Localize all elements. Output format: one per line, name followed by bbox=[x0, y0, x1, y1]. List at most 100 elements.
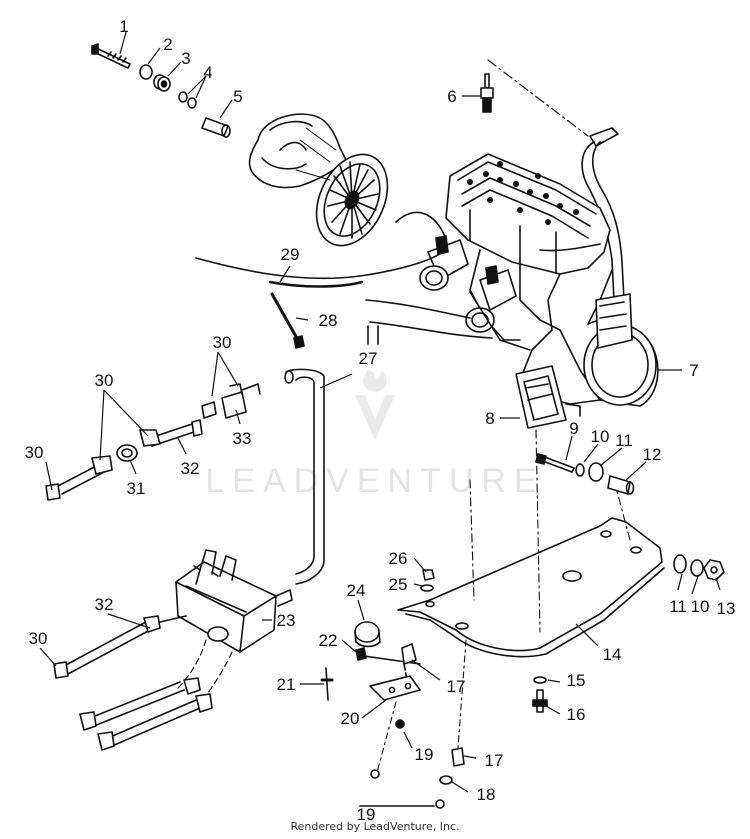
callout-7: 7 bbox=[689, 361, 698, 380]
callout-1: 1 bbox=[119, 17, 128, 36]
cap-24 bbox=[354, 621, 381, 648]
mount-plate-8 bbox=[515, 365, 581, 429]
callout-3: 3 bbox=[181, 49, 190, 68]
callout-30d: 30 bbox=[29, 629, 48, 648]
pump-outlet bbox=[159, 615, 187, 623]
callout-10a: 10 bbox=[591, 427, 610, 446]
bolt-1 bbox=[91, 43, 131, 69]
rubber-mount-17a bbox=[401, 643, 417, 687]
spark-plug-wire bbox=[581, 127, 625, 301]
washer-15 bbox=[533, 676, 547, 684]
spark-plug-6 bbox=[480, 73, 494, 113]
throttle-cable-sleeve bbox=[268, 280, 364, 288]
callout-15: 15 bbox=[567, 671, 586, 690]
pulse-dash-b bbox=[205, 651, 233, 697]
fuel-line-c bbox=[367, 325, 379, 345]
bolt-28 bbox=[270, 292, 305, 349]
leader-dash-6 bbox=[487, 59, 589, 137]
dash-19 bbox=[375, 701, 397, 777]
bolt-21 bbox=[325, 667, 329, 701]
callout-23: 23 bbox=[277, 611, 296, 630]
bolt-16 bbox=[532, 689, 548, 713]
washer-25 bbox=[420, 584, 434, 592]
callout-28: 28 bbox=[319, 311, 338, 330]
footer-credit: Rendered by LeadVenture, Inc. bbox=[290, 820, 460, 833]
callout-27: 27 bbox=[359, 349, 378, 368]
washer-10b bbox=[690, 559, 704, 577]
hose-lower-1 bbox=[79, 677, 201, 731]
watermark: LEADVENTURE bbox=[205, 370, 544, 500]
callout-29: 29 bbox=[281, 245, 300, 264]
callout-5: 5 bbox=[233, 87, 242, 106]
spacer-12 bbox=[607, 475, 635, 495]
washer-2 bbox=[139, 64, 153, 80]
grommet-11 bbox=[588, 462, 604, 482]
nut-19a bbox=[395, 719, 405, 729]
fitting-33 bbox=[201, 383, 261, 419]
fuel-pump-23 bbox=[175, 549, 293, 653]
callout-22: 22 bbox=[319, 631, 338, 650]
callout-30c: 30 bbox=[25, 443, 44, 462]
callout-18: 18 bbox=[477, 785, 496, 804]
spacer-3 bbox=[153, 74, 171, 92]
callout-32a: 32 bbox=[181, 459, 200, 478]
callout-32b: 32 bbox=[95, 595, 114, 614]
callout-9: 9 bbox=[569, 419, 578, 438]
callout-19a: 19 bbox=[415, 745, 434, 764]
nut-26 bbox=[422, 569, 435, 581]
nut-19b bbox=[370, 769, 380, 779]
callout-labels: 1 2 3 4 5 6 7 8 9 10 11 12 11 10 13 14 1… bbox=[25, 17, 736, 824]
dash-14a bbox=[469, 479, 475, 601]
callout-21: 21 bbox=[277, 675, 296, 694]
pulse-line-27 bbox=[284, 368, 325, 585]
bolt-9 bbox=[535, 453, 575, 473]
grommet-11b bbox=[673, 554, 687, 574]
washer-18 bbox=[439, 775, 453, 785]
fuel-hose-32 bbox=[139, 419, 203, 447]
callout-30a: 30 bbox=[213, 333, 232, 352]
callout-4: 4 bbox=[203, 63, 212, 82]
callout-16: 16 bbox=[567, 705, 586, 724]
fuel-hose-32b bbox=[53, 615, 161, 679]
dash-14b bbox=[535, 429, 541, 633]
callout-19b: 19 bbox=[357, 805, 376, 824]
pulse-dash-a bbox=[175, 639, 207, 691]
callout-11b: 11 bbox=[669, 597, 687, 616]
bracket-20 bbox=[369, 675, 421, 701]
dash-14c bbox=[613, 479, 631, 541]
throttle-cable bbox=[195, 249, 447, 280]
callout-13: 13 bbox=[717, 599, 736, 618]
fuel-filter-31 bbox=[116, 444, 138, 462]
watermark-text: LEADVENTURE bbox=[205, 462, 544, 500]
callout-2: 2 bbox=[163, 35, 172, 54]
engine-block bbox=[445, 153, 659, 407]
callout-26: 26 bbox=[389, 549, 408, 568]
nut-13 bbox=[703, 559, 725, 581]
choke-cable bbox=[395, 211, 447, 241]
hose-with-clamp bbox=[45, 455, 113, 501]
callout-17a: 17 bbox=[447, 677, 466, 696]
skid-plate-14 bbox=[397, 517, 665, 658]
fuel-line-b bbox=[369, 321, 493, 339]
leader-22 bbox=[363, 655, 421, 665]
rings-4 bbox=[178, 91, 197, 109]
nut-19c bbox=[435, 799, 445, 809]
callout-leaders bbox=[39, 31, 721, 793]
hose-lower-2 bbox=[97, 693, 213, 751]
callout-30b: 30 bbox=[95, 371, 114, 390]
callout-24: 24 bbox=[347, 581, 366, 600]
callout-31: 31 bbox=[127, 479, 146, 498]
bushing-5 bbox=[201, 117, 231, 138]
callout-33: 33 bbox=[233, 429, 252, 448]
dash-17 bbox=[457, 639, 467, 749]
rubber-mount-17b bbox=[451, 747, 465, 767]
callout-20: 20 bbox=[341, 709, 360, 728]
callout-11a: 11 bbox=[615, 431, 633, 450]
fuel-line-a bbox=[365, 299, 471, 319]
carburetors bbox=[419, 235, 531, 351]
nut-22 bbox=[355, 647, 367, 661]
callout-8: 8 bbox=[485, 409, 494, 428]
callout-17b: 17 bbox=[485, 751, 504, 770]
